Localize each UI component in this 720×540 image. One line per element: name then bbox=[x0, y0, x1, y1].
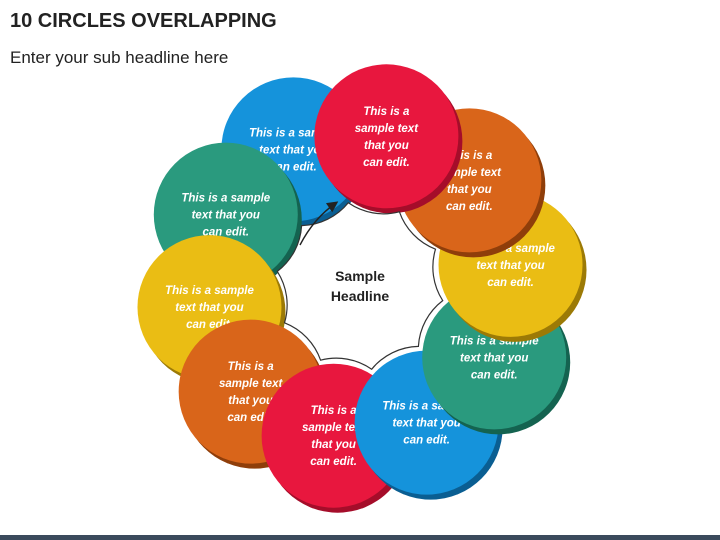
circle-orange-top-text-line: can edit. bbox=[446, 201, 493, 213]
circle-yellow-left-text-line: text that you bbox=[175, 302, 243, 314]
circle-yellow-left-text-line: This is a sample bbox=[165, 285, 254, 297]
page-subtitle: Enter your sub headline here bbox=[10, 48, 229, 67]
circle-red-bottom-text-line: This is a bbox=[311, 405, 358, 417]
circle-teal-left-text-line: This is a sample bbox=[181, 193, 270, 205]
circle-teal-left-text-line: text that you bbox=[192, 210, 260, 222]
circle-orange-bottom-text-line: can edit. bbox=[227, 412, 274, 424]
circle-teal-right-text-line: text that you bbox=[460, 352, 528, 364]
circle-teal-right-text-line: can edit. bbox=[471, 369, 518, 381]
circle-orange-bottom-text-line: that you bbox=[228, 395, 273, 407]
circle-red-bottom-text-line: can edit. bbox=[310, 456, 357, 468]
circle-red-bottom-text-line: sample text bbox=[302, 422, 366, 434]
center-headline-line1: Sample bbox=[335, 268, 385, 284]
center-headline-line2: Headline bbox=[331, 288, 390, 304]
circle-orange-bottom-text-line: sample text bbox=[219, 378, 283, 390]
circle-blue-bottom-text-line: can edit. bbox=[403, 435, 450, 447]
circle-red-top-fill bbox=[314, 64, 459, 209]
circle-blue-top-text-line: text that you bbox=[259, 144, 327, 156]
circle-yellow-right-text-line: text that you bbox=[476, 260, 544, 272]
circle-orange-bottom-text-line: This is a bbox=[228, 361, 275, 373]
bottom-accent-bar bbox=[0, 535, 720, 540]
circle-red-top-text-line: that you bbox=[364, 140, 409, 152]
circle-blue-bottom-text-line: text that you bbox=[392, 418, 460, 430]
circle-red-top-text-line: can edit. bbox=[363, 157, 410, 169]
cycle-arrow-icon bbox=[299, 201, 339, 246]
center-hub-outline bbox=[276, 201, 444, 371]
center-hub: Sample Headline bbox=[276, 201, 444, 371]
circle-red-top-text-line: This is a bbox=[363, 106, 410, 118]
circle-orange-top-text-line: that you bbox=[447, 184, 492, 196]
page-title: 10 CIRCLES OVERLAPPING bbox=[10, 10, 277, 32]
circle-red-top-text-line: sample text bbox=[355, 123, 419, 135]
circle-red-top: This is a sample text that you can edit. bbox=[314, 64, 463, 214]
circle-red-bottom-text-line: that you bbox=[311, 439, 356, 451]
circle-yellow-right-text-line: can edit. bbox=[487, 277, 534, 289]
